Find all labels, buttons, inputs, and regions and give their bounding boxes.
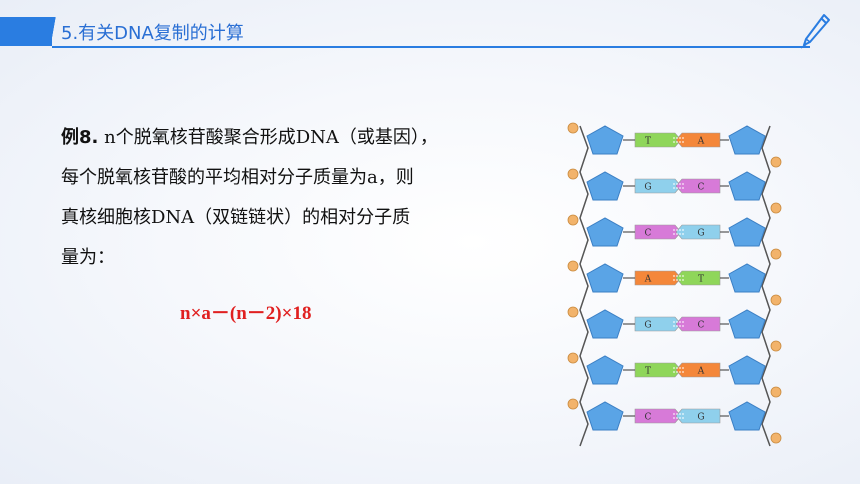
problem-label: 例8. (61, 127, 99, 148)
sugar-left (586, 125, 624, 155)
sugar-right (728, 401, 766, 431)
phosphate-right (770, 386, 782, 398)
sugar-right (728, 263, 766, 293)
base-left (634, 224, 682, 240)
base-label-right: A (697, 137, 705, 147)
phosphate-left (567, 306, 579, 318)
base-left (634, 408, 682, 424)
base-label-left: G (644, 321, 651, 331)
phosphate-right (770, 294, 782, 306)
phosphate-right (770, 432, 782, 444)
problem-line-1: n个脱氧核苷酸聚合形成DNA（或基因）， (98, 127, 438, 148)
phosphate-right (770, 340, 782, 352)
sugar-right (728, 355, 766, 385)
dna-double-helix-diagram: T A G C C G A T G C T A C G (567, 122, 782, 447)
header-accent-slant (48, 17, 58, 46)
sugar-left (586, 263, 624, 293)
phosphate-left (567, 352, 579, 364)
base-right (675, 316, 721, 332)
right-backbone (761, 125, 771, 447)
base-right (675, 178, 721, 194)
base-label-left: G (644, 183, 651, 193)
phosphate-left (567, 260, 579, 272)
header-accent-block (0, 17, 52, 46)
sugar-left (586, 355, 624, 385)
answer-formula: n×a－(n－2)×18 (180, 303, 312, 324)
left-backbone (579, 125, 589, 447)
base-label-left: A (644, 275, 652, 285)
base-right (675, 408, 721, 424)
sugar-left (586, 309, 624, 339)
base-label-left: C (645, 413, 652, 423)
base-right (675, 270, 721, 286)
base-label-left: T (645, 367, 651, 377)
header-underline (52, 46, 810, 48)
sugar-right (728, 125, 766, 155)
sugar-right (728, 217, 766, 247)
sugar-right (728, 309, 766, 339)
base-label-right: A (697, 367, 705, 377)
base-label-left: C (645, 229, 652, 239)
sugar-left (586, 401, 624, 431)
base-label-right: G (697, 413, 704, 423)
page-title: 5.有关DNA复制的计算 (61, 23, 244, 44)
base-right (675, 224, 721, 240)
base-label-left: T (645, 137, 651, 147)
sugar-left (586, 217, 624, 247)
phosphate-right (770, 248, 782, 260)
problem-line-2: 每个脱氧核苷酸的平均相对分子质量为a，则 (61, 167, 414, 188)
base-label-right: C (698, 321, 705, 331)
sugar-left (586, 171, 624, 201)
base-right (675, 132, 721, 148)
base-left (634, 270, 682, 286)
phosphate-left (567, 168, 579, 180)
base-left (634, 132, 682, 148)
problem-line-4: 量为： (61, 247, 115, 268)
phosphate-right (770, 202, 782, 214)
base-label-right: G (697, 229, 704, 239)
base-right (675, 362, 721, 378)
base-left (634, 178, 682, 194)
phosphate-left (567, 122, 579, 134)
problem-text: 例8. n个脱氧核苷酸聚合形成DNA（或基因）， 每个脱氧核苷酸的平均相对分子质… (61, 118, 521, 278)
base-left (634, 362, 682, 378)
base-label-right: T (698, 275, 704, 285)
base-left (634, 316, 682, 332)
problem-line-3: 真核细胞核DNA（双链链状）的相对分子质 (61, 207, 411, 228)
phosphate-left (567, 398, 579, 410)
base-label-right: C (698, 183, 705, 193)
phosphate-left (567, 214, 579, 226)
sugar-right (728, 171, 766, 201)
pen-icon (800, 14, 830, 49)
phosphate-right (770, 156, 782, 168)
